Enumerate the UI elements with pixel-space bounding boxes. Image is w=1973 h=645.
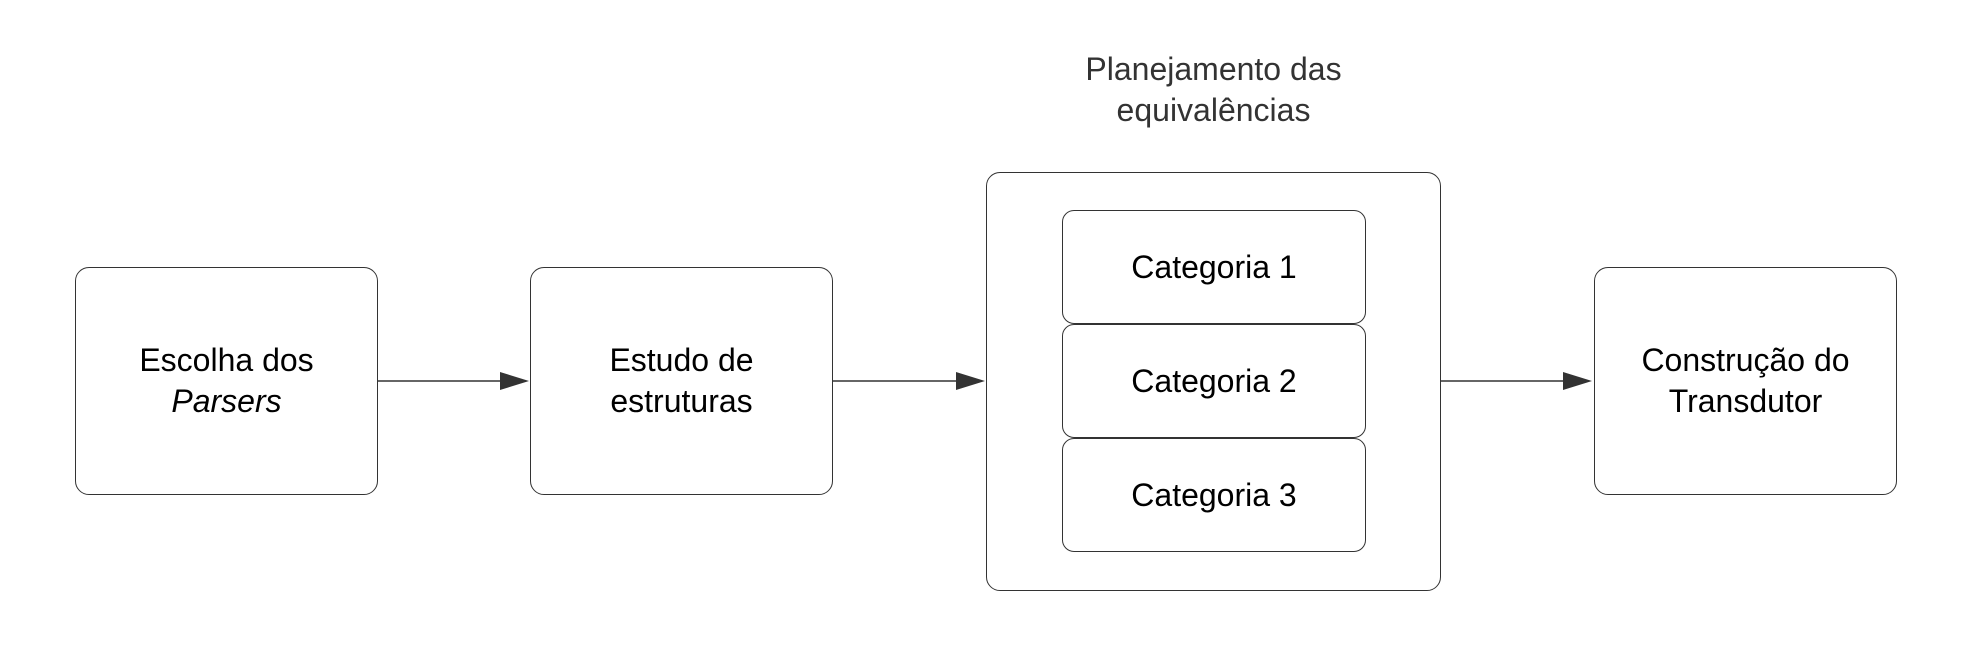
category-label-3: Categoria 3 — [1131, 476, 1297, 513]
node-estudo-line2: estruturas — [610, 383, 753, 419]
arrow-planejamento-to-construcao — [1441, 372, 1592, 390]
arrow-escolha-to-estudo — [378, 372, 529, 390]
planejamento-title-line1: Planejamento das — [1085, 51, 1342, 87]
node-construcao-line1: Construção do — [1641, 342, 1850, 378]
planejamento-title-line2: equivalências — [1116, 92, 1311, 128]
category-box-1: Categoria 1 — [1062, 210, 1366, 324]
node-construcao-do-transdutor: Construção do Transdutor — [1594, 267, 1897, 495]
category-label-2: Categoria 2 — [1131, 362, 1297, 399]
category-box-3: Categoria 3 — [1062, 438, 1366, 552]
arrow-estudo-to-planejamento — [833, 372, 985, 390]
node-escolha-line1: Escolha dos — [139, 342, 314, 378]
planejamento-title: Planejamento das equivalências — [986, 49, 1441, 131]
category-label-1: Categoria 1 — [1131, 248, 1297, 285]
category-box-2: Categoria 2 — [1062, 324, 1366, 438]
node-estudo-line1: Estudo de — [609, 342, 754, 378]
node-escolha-line2: Parsers — [171, 383, 282, 419]
node-construcao-line2: Transdutor — [1668, 383, 1823, 419]
node-escolha-dos-parsers: Escolha dos Parsers — [75, 267, 378, 495]
node-estudo-de-estruturas: Estudo de estruturas — [530, 267, 833, 495]
